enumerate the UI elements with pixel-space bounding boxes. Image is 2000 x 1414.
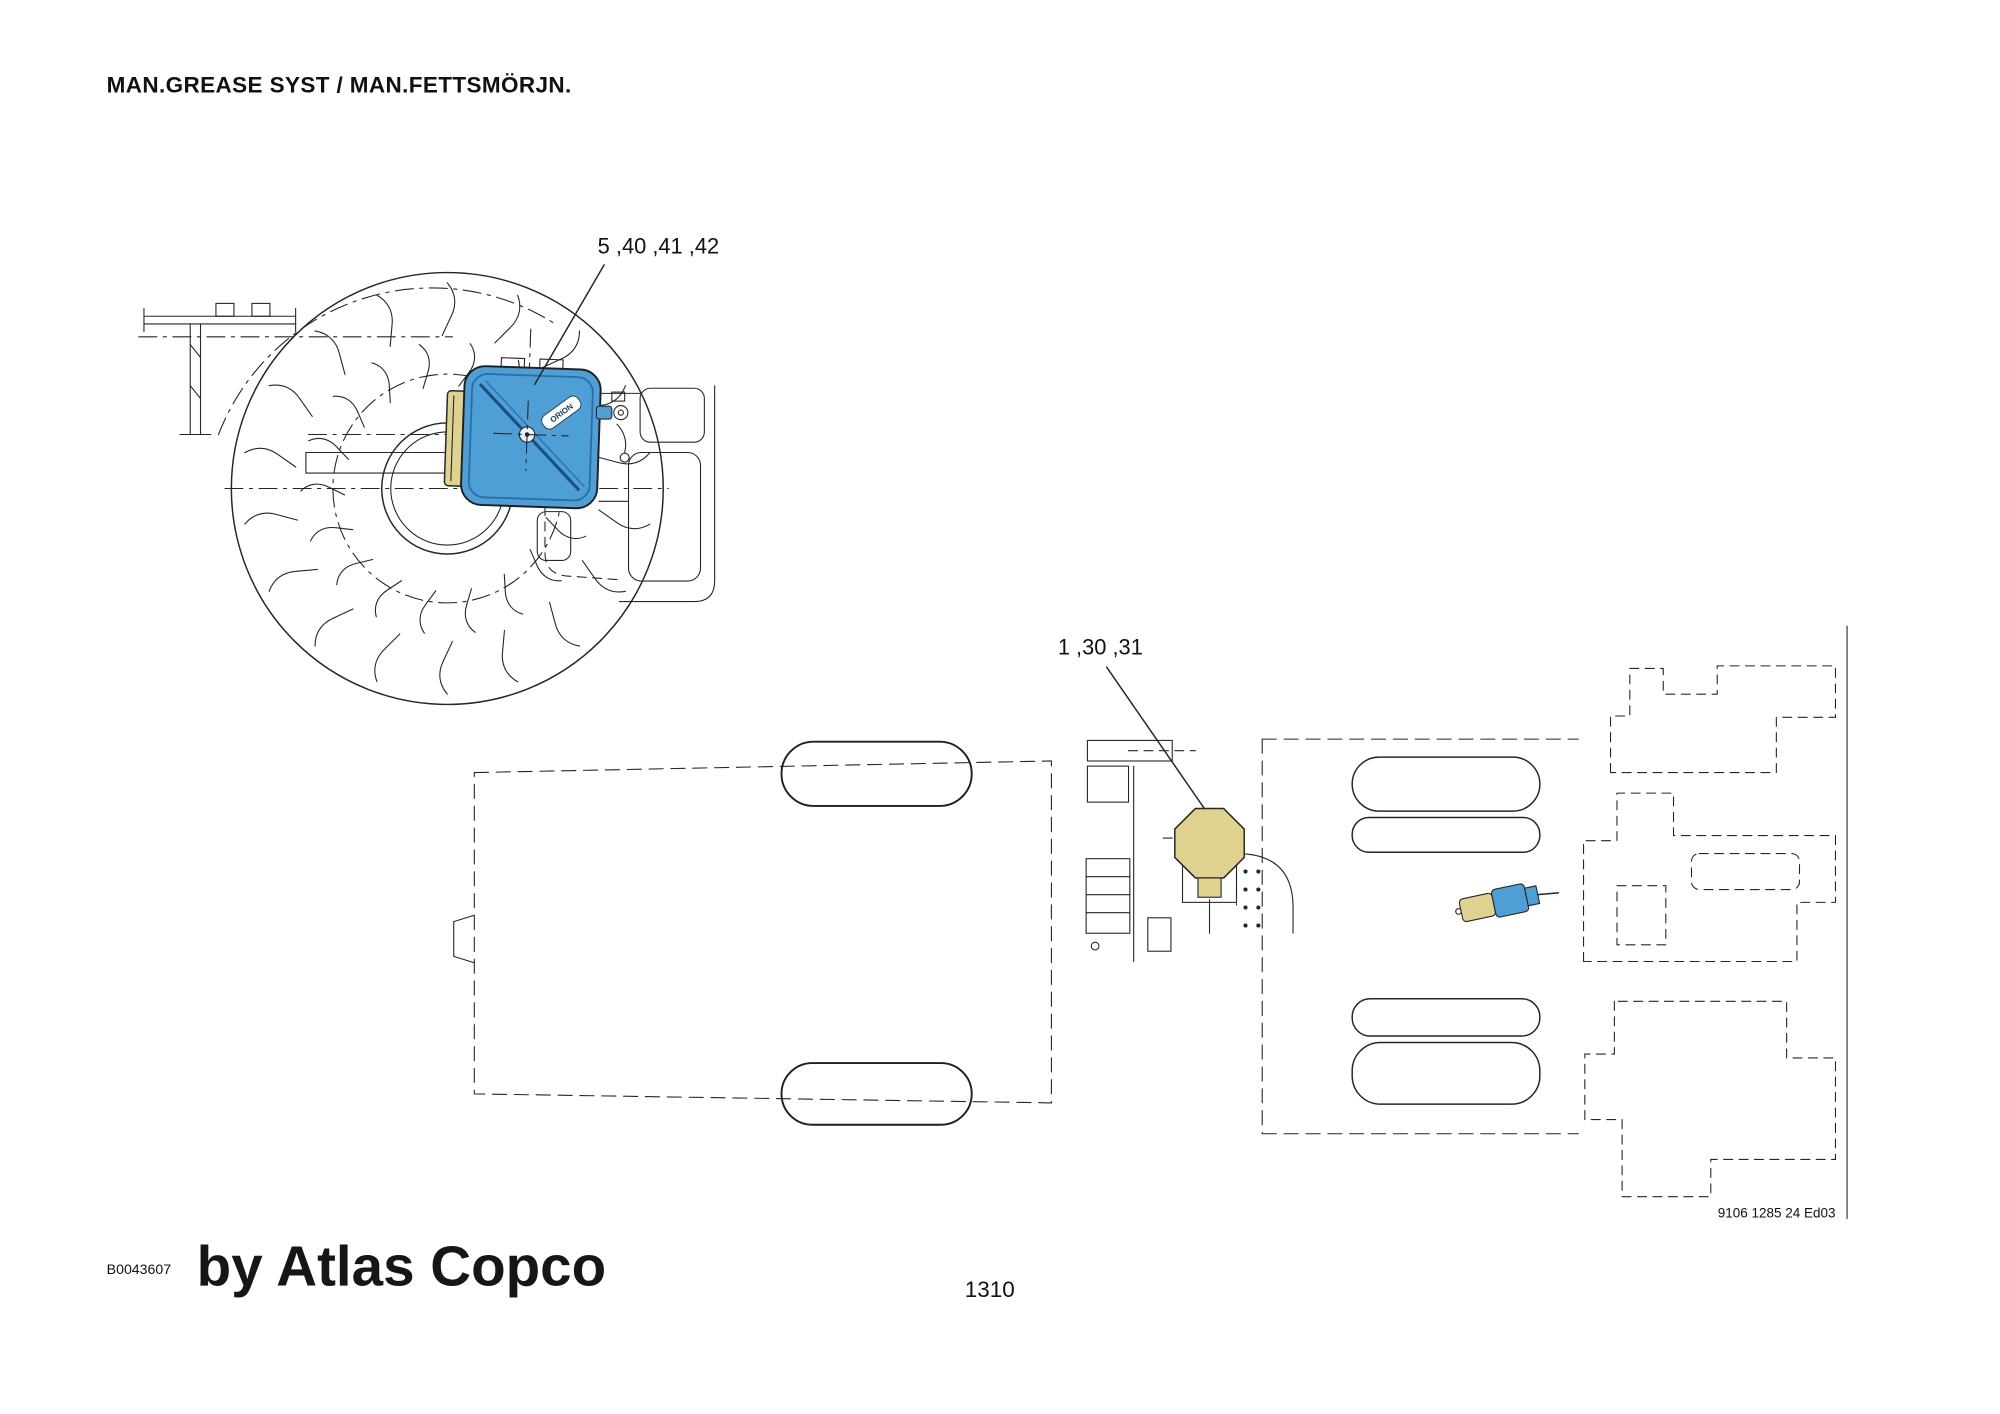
callout-valve-leader: [1105, 666, 1206, 810]
wheel-outline-4: [1351, 1041, 1541, 1105]
doc-number-text: B0043607: [107, 1261, 172, 1277]
callout-reel-text: 5 ,40 ,41 ,42: [598, 233, 719, 258]
reel-side-view: ORION 5 ,40 ,41 ,42: [138, 233, 719, 706]
pump-blue-body: [1490, 883, 1530, 918]
boom-small-bracket: [1616, 885, 1667, 946]
track-lower: [780, 1062, 973, 1126]
grease-valve-tab: [1197, 877, 1222, 898]
frame-parts-right: [544, 385, 716, 603]
axle-lines: [305, 451, 572, 562]
reel-bracket-line: [450, 395, 455, 482]
wheel-outline-1: [1351, 756, 1541, 812]
reel-inner-panel: [467, 373, 594, 502]
grease-pump-assembly: [1455, 883, 1560, 923]
boom-structure-top: [1609, 665, 1837, 774]
page-number-text: 1310: [965, 1277, 1015, 1302]
frame-structure: [138, 302, 453, 436]
boom-structure-bottom: [1584, 1000, 1837, 1198]
wheel-outline-3: [1351, 998, 1541, 1037]
deck-outline: [473, 760, 1052, 1104]
drawing-ref-text: 9106 1285 24 Ed03: [1718, 1205, 1836, 1220]
page-title: MAN.GREASE SYST / MAN.FETTSMÖRJN.: [107, 73, 572, 98]
reel-center-mark: [493, 400, 569, 472]
callout-valve-text: 1 ,30 ,31: [1058, 634, 1143, 659]
deck-left-tab: [453, 914, 475, 964]
boom-structure: [1583, 665, 1837, 1198]
track-upper: [780, 740, 973, 807]
pump-yellow-body: [1458, 892, 1496, 923]
boom-inner-plate: [1690, 852, 1801, 891]
grease-reel-assembly: ORION: [443, 328, 602, 510]
reel-top-tabs: [500, 357, 564, 370]
grease-valve-octagon: [1174, 807, 1245, 879]
engine-deck-outline: [1261, 738, 1579, 1135]
brand-text: by Atlas Copco: [197, 1234, 607, 1297]
reel-centerline-top: [528, 328, 532, 369]
chassis-top-view: 1 ,30 ,31 9106: [453, 625, 1848, 1220]
pump-nozzle: [1537, 892, 1560, 896]
fender-arc: [217, 287, 556, 436]
boom-structure-middle: [1583, 792, 1837, 963]
hose-outlet: [595, 391, 630, 463]
callout-reel-leader: [533, 264, 605, 386]
wheel-outline-2: [1351, 816, 1541, 853]
